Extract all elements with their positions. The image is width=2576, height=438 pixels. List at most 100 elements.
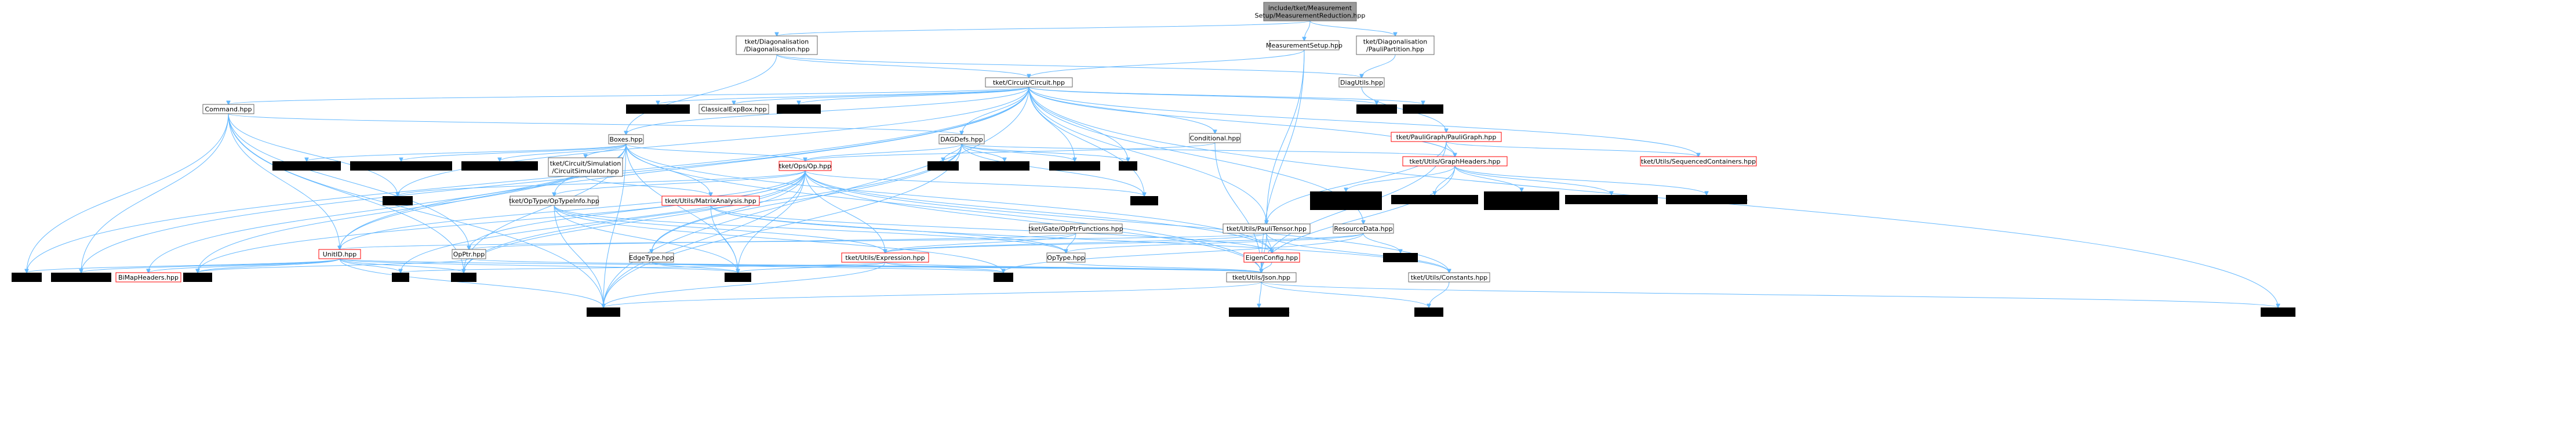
node-label: Command.hpp (205, 106, 252, 113)
node-box (1130, 196, 1158, 205)
node-label: complex (1416, 309, 1443, 316)
node-label: tklog/TketLog.hpp (52, 274, 110, 281)
node-edgetype[interactable]: EdgeType.hpp (629, 252, 674, 263)
node-map: map (994, 273, 1013, 282)
edge-op-to-unitid (340, 170, 806, 249)
edge-op-to-edgetype (652, 170, 806, 253)
edge-root-to-diag (777, 20, 1311, 36)
edge-expression-to-optional (603, 262, 886, 307)
edge-optypeinfo-to-vector (554, 205, 738, 273)
node-constants[interactable]: tket/Utils/Constants.hpp (1408, 272, 1490, 283)
node-box (115, 272, 181, 283)
node-box (1189, 133, 1241, 143)
edge-edgetype-to-map (651, 262, 1003, 273)
edge-circ-to-seqcont (1028, 86, 1698, 157)
node-label: tket/Utils/GraphHeaders.hpp (1410, 158, 1501, 165)
node-meas[interactable]: MeasurementSetup.hpp (1266, 40, 1342, 50)
edge-circ-to-ostream (398, 86, 1029, 196)
node-label: functional (1407, 106, 1439, 113)
node-json[interactable]: tket/Utils/Json.hpp (1226, 272, 1297, 283)
node-box (1049, 161, 1100, 171)
node-label: boost/graph/graph_traits.hpp (1565, 196, 1658, 204)
node-unitid[interactable]: UnitID.hpp (318, 249, 361, 259)
node-conditional[interactable]: Conditional.hpp (1189, 133, 1241, 143)
node-box (1356, 104, 1397, 114)
node-classical[interactable]: ClassicalExpBox.hpp (698, 104, 769, 114)
node-box (736, 35, 818, 55)
node-label: tket/Utils/Expression.hpp (845, 254, 925, 262)
node-bgprops: boost/graph/properties.hpp (1391, 195, 1478, 204)
node-label: cstddef (932, 162, 956, 170)
node-box (318, 249, 361, 259)
edge-paulig-to-paulitensor (1267, 141, 1447, 224)
edge-circ-to-algorithm (1028, 86, 1377, 104)
node-nlohmann: nlohmann/json.hpp (1228, 307, 1290, 317)
node-op[interactable]: tket/Ops/Op.hpp (778, 161, 832, 171)
node-opptr[interactable]: OpPtr.hpp (452, 249, 486, 259)
node-box (51, 273, 111, 282)
node-label: sstream (14, 274, 39, 281)
edge-boxes-to-op (625, 143, 805, 161)
node-box (1391, 195, 1478, 204)
node-cmd[interactable]: Command.hpp (202, 104, 254, 114)
edge-op-to-expression (805, 170, 885, 253)
node-label: ClassicalExpBox.hpp (701, 106, 766, 113)
node-resource[interactable]: ResourceData.hpp (1333, 223, 1394, 234)
node-label: tket/Utils/Json.hpp (1232, 274, 1290, 281)
node-circ[interactable]: tket/Circuit/Circuit.hpp (985, 77, 1073, 88)
node-diagutils[interactable]: DiagUtils.hpp (1338, 77, 1385, 88)
node-box (1119, 161, 1137, 171)
edge-circ-to-tkassert (658, 86, 1029, 104)
node-diag[interactable]: tket/Diagonalisation/Diagonalisation.hpp (736, 35, 818, 55)
node-gateop[interactable]: tket/Gate/OpPtrFunctions.hpp (1028, 223, 1123, 234)
node-label: nlohmann/json.hpp (1228, 309, 1290, 316)
node-complex: complex (1414, 307, 1443, 317)
node-circsim[interactable]: tket/Circuit/Simulation/CircuitSimulator… (548, 157, 623, 177)
edge-graphheaders-to-bgtraits (1454, 165, 1611, 195)
edge-op-to-optional (603, 170, 806, 307)
edge-op-to-utility (805, 170, 1144, 196)
node-pp[interactable]: tket/Diagonalisation/PauliPartition.hpp (1356, 35, 1435, 55)
node-optype[interactable]: OpType.hpp (1046, 252, 1086, 263)
node-algorithm: algorithm (1356, 104, 1397, 114)
node-buuidgen: boost/uuid/uuid_generators.hpp (350, 161, 452, 171)
edge-root-to-pp (1309, 20, 1395, 36)
node-label: memory (184, 274, 211, 281)
node-boxes[interactable]: Boxes.hpp (608, 134, 644, 144)
node-label: optional (591, 309, 617, 316)
node-box (1565, 195, 1658, 204)
node-paulig[interactable]: tket/PauliGraph/PauliGraph.hpp (1391, 132, 1502, 142)
edge-dagdefs-to-optional (603, 143, 962, 307)
node-seqcont[interactable]: tket/Utils/SequencedContainers.hpp (1640, 156, 1757, 166)
edge-root-to-meas (1304, 20, 1311, 41)
node-box (980, 161, 1029, 171)
node-bimap[interactable]: BiMapHeaders.hpp (115, 272, 181, 283)
edge-cmd-to-tklog (81, 113, 229, 273)
edge-circ-to-paulitensor (1028, 86, 1267, 224)
node-bgtraits: boost/graph/graph_traits.hpp (1565, 195, 1658, 204)
node-box (1310, 191, 1382, 210)
edge-boxes-to-optional (603, 143, 627, 307)
edge-graphheaders-to-bgadj (1454, 165, 1522, 191)
node-label: EigenConfig.hpp (1246, 254, 1298, 262)
node-box (698, 104, 769, 114)
node-label: tket/Circuit/Circuit.hpp (993, 79, 1065, 86)
edge-boxes-to-buuid (307, 143, 627, 161)
edge-cmd-to-dagdefs (228, 113, 962, 135)
node-paulitensor[interactable]: tket/Utils/PauliTensor.hpp (1222, 223, 1311, 234)
node-dagdefs[interactable]: DAGDefs.hpp (938, 134, 985, 144)
node-utility: utility (1130, 196, 1158, 205)
node-eigen[interactable]: EigenConfig.hpp (1243, 252, 1300, 263)
edge-meas-to-circ (1029, 49, 1305, 78)
node-label: EdgeType.hpp (629, 254, 674, 262)
node-expression[interactable]: tket/Utils/Expression.hpp (841, 252, 929, 263)
node-matrix[interactable]: tket/Utils/MatrixAnalysis.hpp (661, 196, 760, 206)
edge-dagdefs-to-op (805, 143, 962, 161)
node-optypeinfo[interactable]: tket/OpType/OpTypeInfo.hpp (509, 196, 599, 206)
edge-conditional-to-json (1214, 142, 1261, 273)
node-label: set (396, 274, 406, 281)
node-graphheaders[interactable]: tket/Utils/GraphHeaders.hpp (1402, 156, 1508, 166)
edge-resource-to-expression (885, 233, 1364, 253)
node-box (1408, 272, 1490, 283)
